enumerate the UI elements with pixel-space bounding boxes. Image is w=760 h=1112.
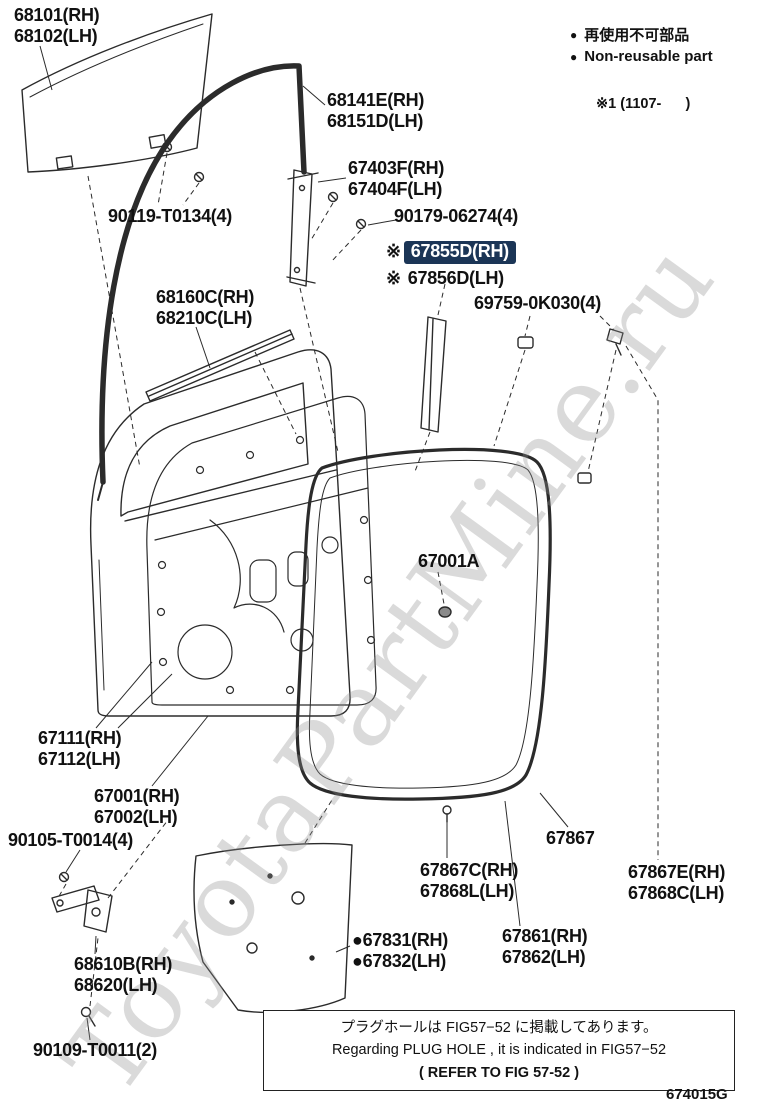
glass-run-art [97,63,307,501]
label-weatherstrip[interactable]: 67861(RH) 67862(LH) [502,926,588,968]
non-reusable-bullet-icon: ● [570,49,578,64]
part-number: 69759-0K030(4) [474,293,601,313]
label-screw-90119[interactable]: 90119-T0134(4) [108,206,232,227]
legend: ● 再使用不可部品 ● Non-reusable part [570,24,713,68]
part-number: 90179-06274(4) [394,206,518,226]
label-service-hole-cover[interactable]: ●67831(RH) ●67832(LH) [352,930,448,972]
outer-belt-molding-art [420,316,447,433]
note-line-jp: プラグホールは FIG57−52 に掲載してあります。 [340,1020,658,1036]
label-glass-run[interactable]: 68141E(RH) 68151D(LH) [327,90,424,132]
label-bolt-90105[interactable]: 90105-T0014(4) [8,830,133,851]
door-panel-art [89,349,351,717]
label-clip-67867e[interactable]: 67867E(RH) 67868C(LH) [628,862,725,904]
highlighted-part-number[interactable]: 67855D(RH) [403,241,516,265]
label-grommet[interactable]: 67001A [418,551,480,572]
weatherstrip-art [295,447,552,801]
part-number: 67868L(LH) [420,881,515,902]
note-line-en: Regarding PLUG HOLE , it is indicated in… [331,1042,667,1059]
grommet-art [438,606,452,618]
part-number: 90119-T0134(4) [108,206,232,226]
label-division-bar[interactable]: 67403F(RH) 67404F(LH) [348,158,444,200]
part-number: 67867 [546,828,595,848]
label-belt-molding-lh[interactable]: ※ 67856D(LH) [386,268,504,289]
legend-text-jp: 再使用不可部品 [584,27,690,44]
label-clip-69759[interactable]: 69759-0K030(4) [474,293,601,314]
part-number: 67868C(LH) [628,883,725,904]
part-number: 67002(LH) [94,807,178,828]
label-belt-molding-rh[interactable]: ※67855D(RH) [386,241,516,265]
part-number: 68141E(RH) [327,90,425,110]
part-number: 67867C(RH) [420,860,519,880]
part-number: 67856D(LH) [407,268,504,288]
legend-text-en: Non-reusable part [584,48,713,65]
part-number: 68101(RH) [14,5,100,25]
part-number: 90109-T0011(2) [33,1040,157,1060]
leader-lines [39,45,569,1041]
non-reusable-bullet-icon: ● [570,27,578,42]
label-door-panel[interactable]: 67001(RH) 67002(LH) [94,786,180,828]
part-number: 67403F(RH) [348,158,445,178]
division-bar-art [286,169,319,287]
inner-belt-weatherstrip-art [145,329,295,402]
part-number: 90105-T0014(4) [8,830,133,850]
note-line-refer: ( REFER TO FIG 57-52 ) [418,1064,580,1081]
part-number: 68620(LH) [74,975,158,996]
clip-69759-art [517,328,624,484]
part-number: ●67832(LH) [352,951,446,972]
label-clip-67867[interactable]: 67867 [546,828,595,849]
label-clip-67867c[interactable]: 67867C(RH) 67868L(LH) [420,860,518,902]
label-door-check[interactable]: 68610B(RH) 68620(LH) [74,954,172,996]
label-door-glass[interactable]: 68101(RH) 68102(LH) [14,5,100,47]
revision-note: ※1 (1107- ) [596,96,691,112]
part-number: 67001(RH) [94,786,180,806]
figure-code: 674015G [666,1086,728,1103]
part-number: 67867E(RH) [628,862,726,882]
part-number: 67001A [418,551,480,571]
part-number: 68160C(RH) [156,287,255,307]
part-number: 67112(LH) [38,749,121,770]
part-number: ●67831(RH) [352,930,448,950]
part-number: 68610B(RH) [74,954,173,974]
service-hole-cover-art [193,842,353,1014]
screw-90179-art [327,191,367,230]
label-screw-90179[interactable]: 90179-06274(4) [394,206,518,227]
door-check-art [51,871,113,1027]
part-number: 67404F(LH) [348,179,443,200]
door-glass-art [21,13,213,173]
reference-mark: ※ [386,241,401,261]
part-number: 67111(RH) [38,728,122,748]
plug-hole-note-box: プラグホールは FIG57−52 に掲載してあります。 Regarding PL… [263,1010,735,1092]
part-number: 68102(LH) [14,26,98,47]
label-inner-belt-weatherstrip[interactable]: 68160C(RH) 68210C(LH) [156,287,254,329]
reference-mark: ※ [386,268,401,288]
part-number: 67862(LH) [502,947,586,968]
part-number: 67861(RH) [502,926,588,946]
clip-67867-art [442,805,452,823]
assembly-dashed-lines [57,152,659,1007]
label-inner-panel[interactable]: 67111(RH) 67112(LH) [38,728,122,770]
part-number: 68151D(LH) [327,111,424,132]
part-number: 68210C(LH) [156,308,253,329]
label-bolt-90109[interactable]: 90109-T0011(2) [33,1040,157,1061]
